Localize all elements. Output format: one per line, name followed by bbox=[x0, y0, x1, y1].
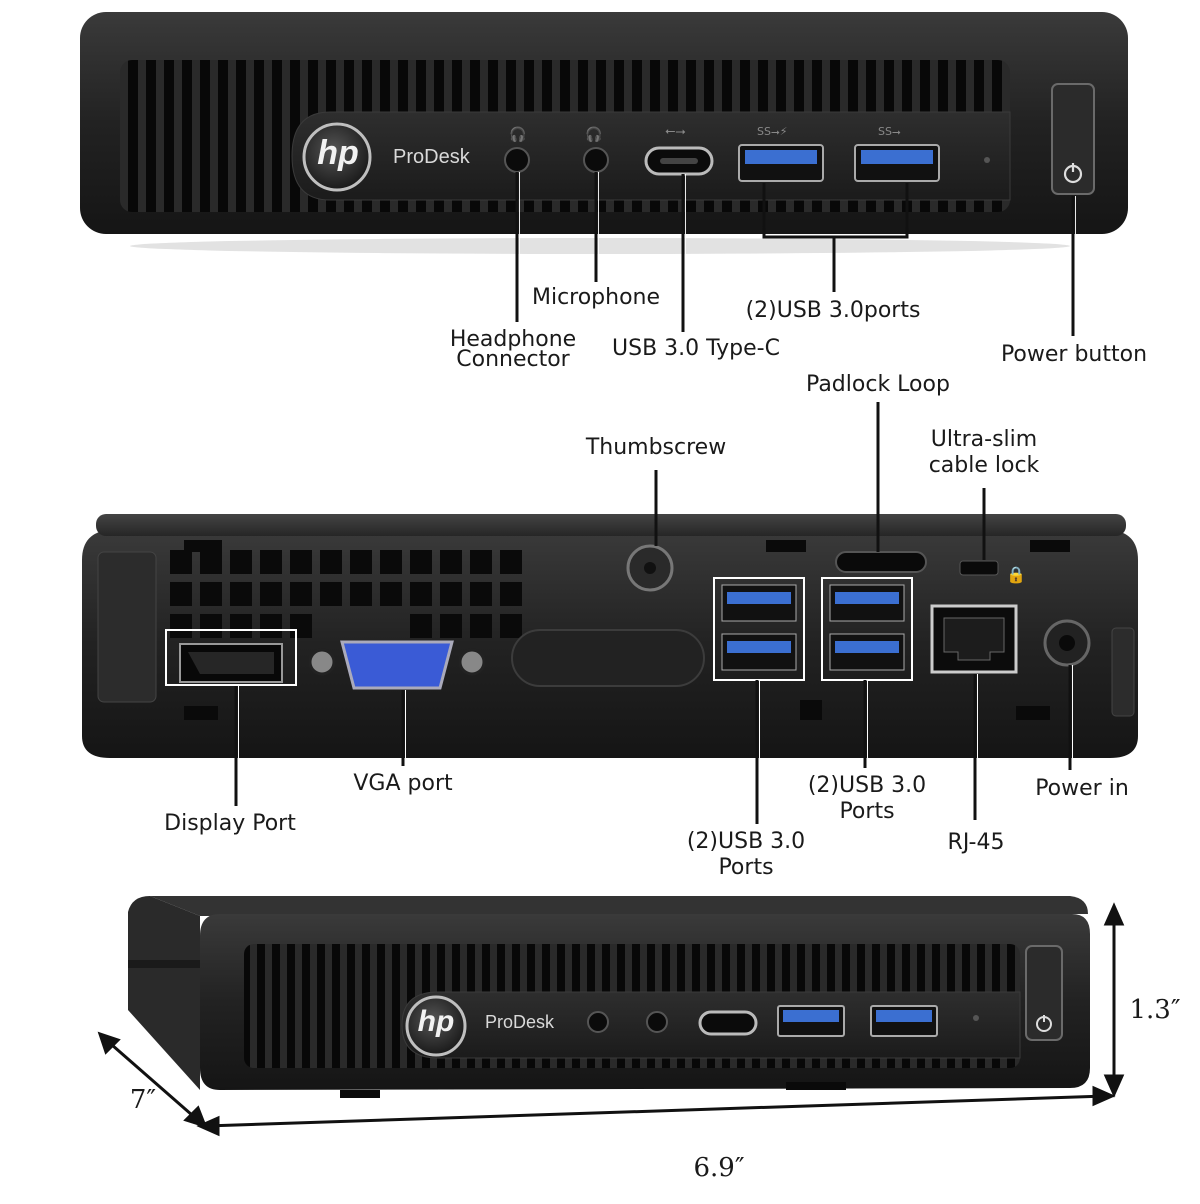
label-headphone-line2: Connector bbox=[456, 347, 570, 372]
label-rj45: RJ-45 bbox=[947, 830, 1005, 855]
cover-plate bbox=[511, 629, 705, 687]
label-rear-usb-left-line2: Ports bbox=[718, 855, 774, 880]
dimension-arrows bbox=[97, 902, 1125, 1137]
label-headphone-line1: Headphone bbox=[449, 327, 577, 352]
hp-logo bbox=[302, 122, 372, 192]
cable-lock-slot bbox=[959, 560, 999, 576]
brand-name: ProDesk bbox=[393, 146, 470, 168]
front-view: 🎧 🎧 ⭠⭢ SS⭢⚡ SS⭢ bbox=[80, 12, 1128, 336]
dimension-view bbox=[97, 896, 1125, 1137]
usb-icon: ⭠⭢ bbox=[665, 124, 686, 139]
label-rear-usb-left-line1: (2)USB 3.0 bbox=[686, 829, 806, 854]
power-button-small bbox=[1025, 945, 1063, 1041]
headphone-icon: 🎧 bbox=[509, 126, 526, 143]
label-cable-lock: Ultra-slim cable lock bbox=[914, 428, 1054, 478]
power-button bbox=[1051, 83, 1095, 195]
vga-port bbox=[340, 640, 454, 690]
label-rear-usb-left: (2)USB 3.0 Ports bbox=[680, 830, 812, 880]
label-thumbscrew: Thumbscrew bbox=[585, 435, 727, 460]
svg-text:🔒: 🔒 bbox=[1006, 565, 1026, 584]
rear-vent-grid bbox=[170, 550, 522, 638]
label-rear-usb-right-line2: Ports bbox=[839, 799, 895, 824]
activity-led bbox=[984, 157, 990, 163]
rear-callouts bbox=[234, 402, 1072, 824]
label-front-usb-ports: (2)USB 3.0ports bbox=[745, 298, 921, 323]
label-microphone: Microphone bbox=[531, 285, 661, 310]
label-headphone-connector: Headphone Connector bbox=[434, 328, 592, 372]
label-cable-lock-line1: Ultra-slim bbox=[930, 427, 1038, 452]
padlock-loop bbox=[835, 551, 927, 573]
label-cable-lock-line2: cable lock bbox=[928, 453, 1040, 478]
label-width-dimension: 6.9″ bbox=[693, 1153, 745, 1183]
hp-logo-small bbox=[405, 995, 467, 1057]
logo-text: hp bbox=[317, 134, 359, 172]
front-callouts bbox=[515, 172, 1075, 336]
label-vga-port: VGA port bbox=[353, 771, 453, 796]
superspeed-icon: SS⭢ bbox=[878, 125, 901, 138]
brand-name-small: ProDesk bbox=[485, 1012, 555, 1032]
logo-text-small: hp bbox=[417, 1005, 455, 1038]
label-padlock-loop: Padlock Loop bbox=[806, 372, 950, 397]
label-power-button: Power button bbox=[1000, 342, 1148, 367]
microphone-jack bbox=[583, 147, 609, 173]
angled-chassis-top bbox=[150, 896, 1088, 916]
label-display-port: Display Port bbox=[164, 811, 296, 836]
headphone-jack bbox=[504, 147, 530, 173]
superspeed-icon: SS⭢⚡ bbox=[757, 125, 788, 138]
label-height-dimension: 1.3″ bbox=[1129, 995, 1181, 1025]
rear-view: 🔒 bbox=[82, 402, 1138, 824]
microphone-icon: 🎧 bbox=[585, 126, 602, 143]
angled-chassis-side bbox=[128, 896, 200, 1090]
label-depth-dimension: 7″ bbox=[129, 1085, 157, 1115]
label-power-in: Power in bbox=[1035, 776, 1129, 801]
rear-bracket bbox=[97, 551, 157, 703]
label-rear-usb-right-line1: (2)USB 3.0 bbox=[807, 773, 927, 798]
label-usb-type-c: USB 3.0 Type-C bbox=[612, 336, 780, 361]
label-rear-usb-right: (2)USB 3.0 Ports bbox=[800, 774, 934, 824]
